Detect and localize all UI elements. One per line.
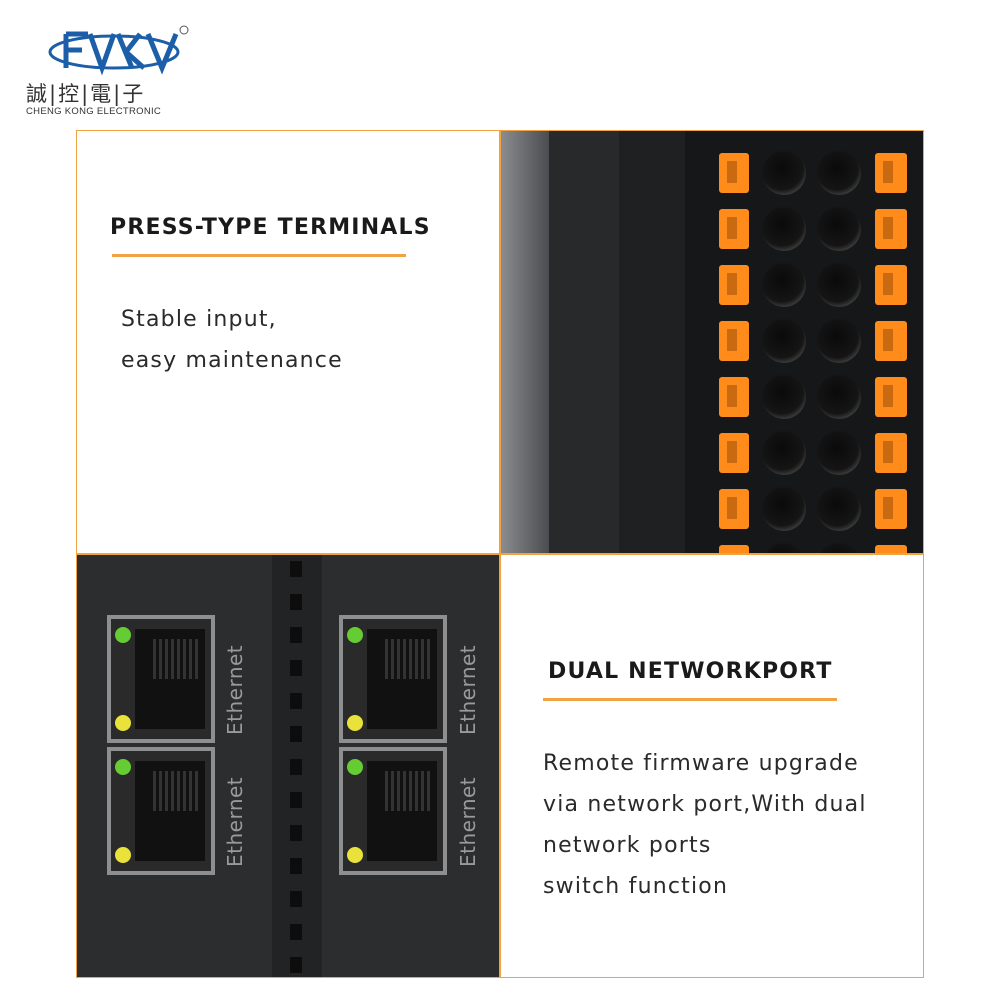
network-description-line-1: Remote firmware upgrade [543, 751, 859, 776]
terminal-hole [762, 487, 806, 531]
led-yellow-icon [115, 715, 131, 731]
led-green-icon [347, 627, 363, 643]
dual-ethernet-ports-image [77, 555, 499, 977]
terminal-hole [762, 319, 806, 363]
vent-slots [290, 561, 302, 973]
terminals-description-line-1: Stable input, [121, 307, 277, 332]
terminals-heading-underline [112, 254, 406, 257]
network-heading-underline [543, 698, 837, 701]
ethernet-port-group [107, 615, 447, 875]
ethernet-label-3: Ethernet [456, 644, 480, 735]
vent-slot [290, 759, 302, 775]
vent-slot [290, 858, 302, 874]
vent-slot [290, 792, 302, 808]
led-yellow-icon [347, 847, 363, 863]
press-terminal-block-image [501, 131, 923, 553]
terminals-description-line-2: easy maintenance [121, 348, 343, 373]
terminal-hole [817, 263, 861, 307]
network-description-line-4: switch function [543, 874, 729, 899]
terminals-feature-panel: PRESS-TYPE TERMINALS Stable input, easy … [76, 130, 500, 554]
terminal-rows [719, 151, 907, 553]
vent-slot [290, 924, 302, 940]
led-green-icon [347, 759, 363, 775]
brand-logo-mark-icon [48, 25, 189, 76]
terminal-hole [817, 431, 861, 475]
network-description-line-2: via network port,With dual [543, 792, 867, 817]
terminal-hole [762, 431, 806, 475]
vent-slot [290, 693, 302, 709]
network-description-line-3: network ports [543, 833, 712, 858]
vent-slot [290, 726, 302, 742]
terminal-hole [765, 543, 803, 553]
terminal-hole [817, 319, 861, 363]
network-heading: DUAL NETWORKPORT [548, 659, 833, 684]
orange-latch [719, 545, 749, 553]
terminal-hole [817, 375, 861, 419]
ethernet-photo: Ethernet Ethernet Ethernet Ethernet [76, 554, 500, 978]
terminals-heading: PRESS-TYPE TERMINALS [110, 215, 431, 240]
terminal-hole [820, 543, 858, 553]
vent-slot [290, 561, 302, 577]
rj45-socket [367, 629, 437, 729]
vent-slot [290, 891, 302, 907]
rj45-socket [367, 761, 437, 861]
brand-name-english: CHENG KONG ELECTRONIC [26, 106, 162, 117]
network-feature-panel: DUAL NETWORKPORT Remote firmware upgrade… [500, 554, 924, 978]
terminals-description: Stable input, easy maintenance [121, 299, 343, 381]
led-yellow-icon [347, 715, 363, 731]
led-green-icon [115, 759, 131, 775]
vent-slot [290, 660, 302, 676]
terminal-hole [817, 487, 861, 531]
led-yellow-icon [115, 847, 131, 863]
rj45-socket [135, 761, 205, 861]
brand-logo: 誠|控|電|子 CHENG KONG ELECTRONIC [22, 18, 192, 117]
network-description: Remote firmware upgrade via network port… [543, 743, 867, 907]
ethernet-label-1: Ethernet [223, 644, 247, 735]
terminals-photo [500, 130, 924, 554]
terminal-hole [762, 375, 806, 419]
ethernet-label-4: Ethernet [456, 776, 480, 867]
terminal-hole [762, 207, 806, 251]
terminal-hole [762, 151, 806, 195]
terminal-hole [762, 263, 806, 307]
terminal-hole [817, 207, 861, 251]
vent-slot [290, 627, 302, 643]
ethernet-label-2: Ethernet [223, 776, 247, 867]
led-green-icon [115, 627, 131, 643]
vent-slot [290, 825, 302, 841]
vent-slot [290, 957, 302, 973]
orange-latch [875, 545, 907, 553]
vent-slot [290, 594, 302, 610]
terminal-hole [817, 151, 861, 195]
rj45-socket [135, 629, 205, 729]
brand-name-chinese: 誠|控|電|子 [26, 82, 146, 106]
